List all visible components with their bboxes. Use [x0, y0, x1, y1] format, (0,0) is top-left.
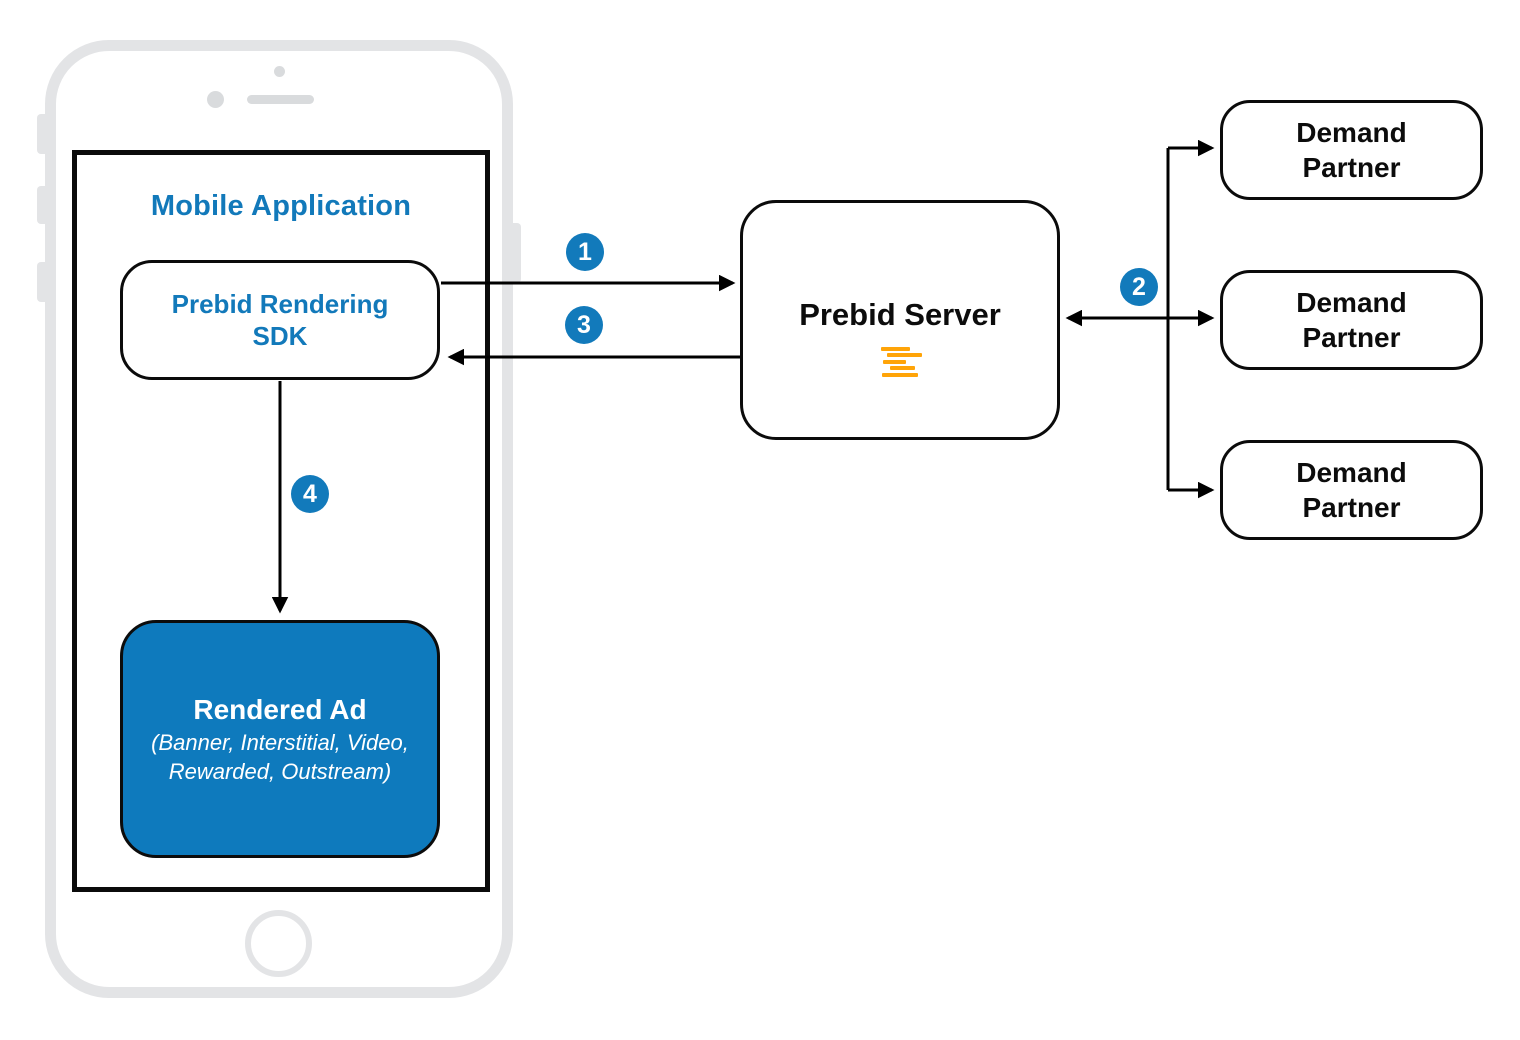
rendered-ad-title: Rendered Ad — [193, 694, 367, 725]
demand-partner-label: Demand Partner — [1296, 287, 1407, 353]
phone-volume-up-button — [37, 186, 47, 224]
mobile-app-screen: Mobile Application Prebid Rendering SDK … — [72, 150, 490, 892]
rendered-ad-subtitle: (Banner, Interstitial, Video, Rewarded, … — [151, 730, 409, 784]
demand-partner-box-2: Demand Partner — [1220, 270, 1483, 370]
demand-partner-box-3: Demand Partner — [1220, 440, 1483, 540]
step-badge-2: 2 — [1120, 268, 1158, 306]
phone-mute-switch — [37, 114, 47, 154]
prebid-server-box: Prebid Server — [740, 200, 1060, 440]
prebid-logo-icon — [878, 346, 922, 380]
prebid-rendering-sdk-box: Prebid Rendering SDK — [120, 260, 440, 380]
rendered-ad-box: Rendered Ad (Banner, Interstitial, Video… — [120, 620, 440, 858]
phone-camera-icon — [207, 91, 224, 108]
step-badge-1: 1 — [566, 233, 604, 271]
demand-partner-box-1: Demand Partner — [1220, 100, 1483, 200]
phone-volume-down-button — [37, 262, 47, 302]
phone-home-button — [245, 910, 312, 977]
mobile-app-title: Mobile Application — [150, 190, 412, 222]
phone-sensor-dot-icon — [274, 66, 285, 77]
demand-partner-label: Demand Partner — [1296, 117, 1407, 183]
phone-speaker-icon — [247, 95, 314, 104]
step-badge-4: 4 — [291, 475, 329, 513]
step-badge-3: 3 — [565, 306, 603, 344]
prebid-server-label: Prebid Server — [799, 296, 1001, 332]
prebid-rendering-sdk-label: Prebid Rendering SDK — [171, 289, 389, 351]
phone-power-button — [511, 223, 521, 283]
demand-partner-label: Demand Partner — [1296, 457, 1407, 523]
